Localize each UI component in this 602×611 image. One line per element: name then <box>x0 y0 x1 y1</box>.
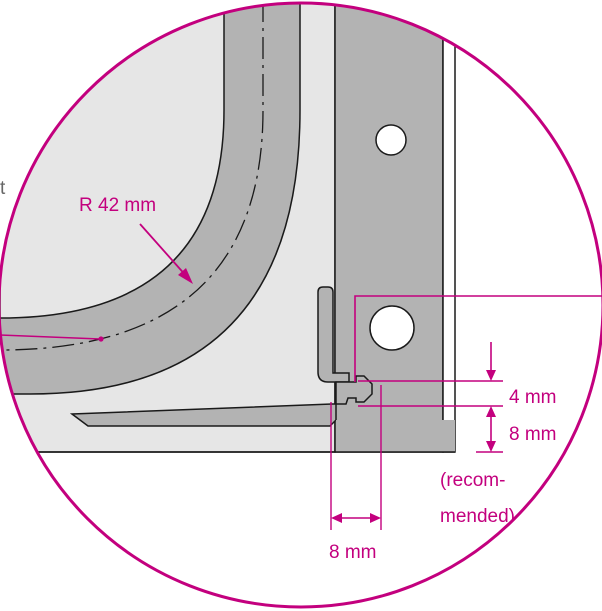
profile-vertical-leg <box>317 286 350 383</box>
gap-8mm-right-head-top <box>486 406 496 417</box>
radius-arrow-head <box>178 268 193 284</box>
centerline-leader <box>0 334 101 340</box>
base-panel <box>336 420 455 452</box>
radius-label: R 42 mm <box>79 195 156 216</box>
hole-lower <box>369 305 415 351</box>
profile-clip <box>335 375 373 405</box>
gap-8mm-right-head-bottom <box>486 441 496 452</box>
cutoff-text: t <box>0 178 6 199</box>
gap-top-label: 4 mm <box>509 387 557 408</box>
radius-arrow-line <box>139 223 189 279</box>
curved-rail <box>0 3 301 395</box>
gap-8mm-bottom-head-right <box>370 513 381 523</box>
clip-leader <box>354 295 602 382</box>
gap-4mm-arrow-head <box>486 370 496 381</box>
gap-bottom-label: 8 mm <box>329 542 377 563</box>
recommended-label-line2: mended) <box>440 506 515 527</box>
centerline-leader-dot <box>98 336 104 342</box>
panel-edge-strip <box>442 3 456 453</box>
gap-8mm-bottom-head-left <box>331 513 342 523</box>
gap-right-label: 8 mm <box>509 424 557 445</box>
recommended-label-line1: (recom- <box>440 470 505 491</box>
rail-centerline <box>0 3 264 351</box>
hole-upper <box>375 124 407 156</box>
